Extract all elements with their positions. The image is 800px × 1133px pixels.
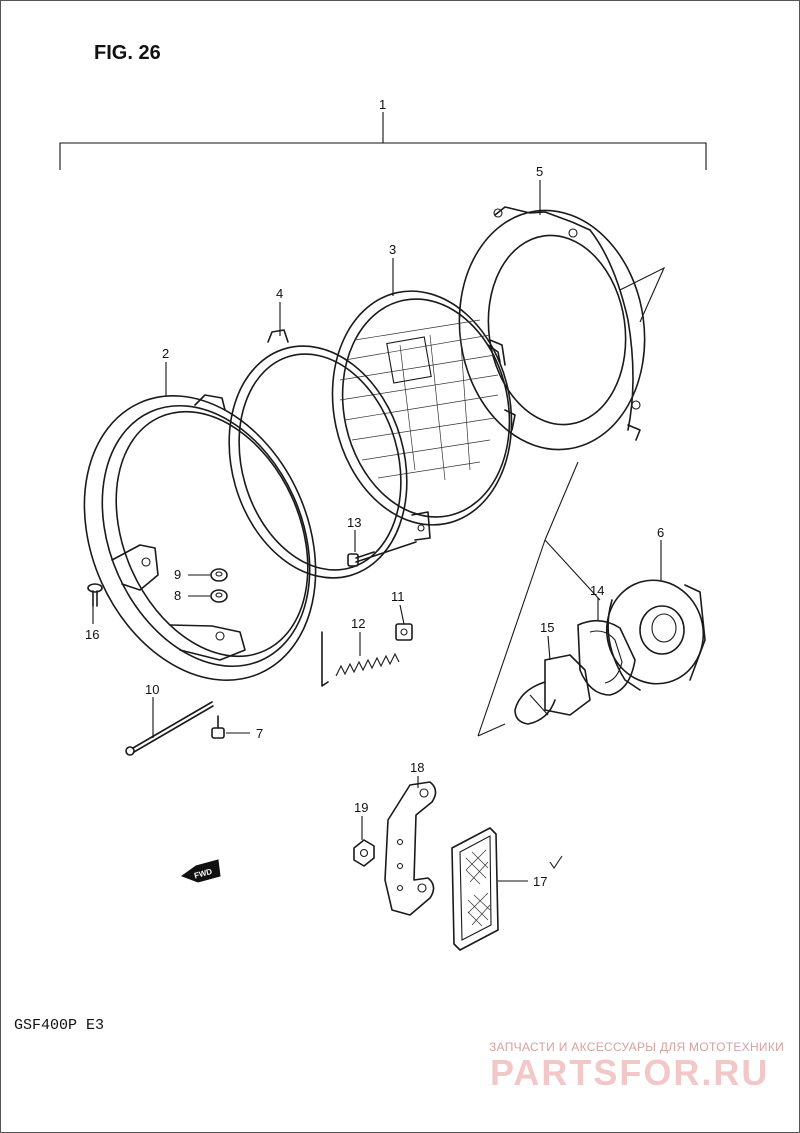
- callout-11: 11: [391, 589, 405, 604]
- part-19-nut: [353, 839, 375, 867]
- assembly-bracket: [59, 112, 707, 170]
- callout-6: 6: [657, 525, 664, 540]
- part-12-spring: [321, 631, 400, 687]
- part-15-bulb: [514, 654, 591, 725]
- callout-numbers: 1 2 3 4 5 6 7 8 9 10 11 12 13 14 15 16 1…: [85, 97, 664, 889]
- callout-8: 8: [174, 588, 181, 603]
- part-8-nut: [210, 589, 228, 603]
- assembly-guide-lines: [477, 461, 601, 737]
- part-9-nut: [210, 568, 228, 582]
- part-16-screw: [87, 583, 103, 607]
- callout-2: 2: [162, 346, 169, 361]
- callout-3: 3: [389, 242, 396, 257]
- part-11-clip: [395, 623, 413, 641]
- part-10-bolt: [125, 701, 214, 756]
- fwd-arrow-marker: FWD: [180, 859, 221, 883]
- part-18-bracket: [384, 781, 437, 916]
- leader-lines: [92, 180, 662, 882]
- callout-17: 17: [533, 874, 547, 889]
- callout-4: 4: [276, 286, 283, 301]
- callout-10: 10: [145, 682, 159, 697]
- model-code: GSF400P E3: [14, 1017, 105, 1034]
- part-7-screw: [211, 715, 225, 739]
- arrow-left-icon: [180, 859, 221, 883]
- callout-14: 14: [590, 583, 604, 598]
- part-3-lens: [331, 290, 516, 526]
- check-mark-icon: [549, 855, 563, 869]
- watermark-brand: PARTSFOR.RU: [490, 1052, 770, 1093]
- callout-13: 13: [347, 515, 361, 530]
- callout-5: 5: [536, 164, 543, 179]
- part-13-screw: [347, 541, 417, 567]
- part-4-ring: [228, 329, 431, 579]
- callout-9: 9: [174, 567, 181, 582]
- figure-title: FIG. 26: [94, 42, 161, 64]
- callout-18: 18: [410, 760, 424, 775]
- part-2-rim: [83, 394, 317, 681]
- callout-7: 7: [256, 726, 263, 741]
- callout-16: 16: [85, 627, 99, 642]
- part-17-reflector: [451, 827, 499, 951]
- part-6-boot: [605, 579, 706, 691]
- callout-19: 19: [354, 800, 368, 815]
- callout-1: 1: [379, 97, 386, 112]
- watermark-tagline: ЗАПЧАСТИ И АКСЕССУАРЫ ДЛЯ МОТОТЕХНИКИ: [489, 1040, 785, 1054]
- callout-15: 15: [540, 620, 554, 635]
- part-14-retainer: [577, 619, 636, 696]
- callout-12: 12: [351, 616, 365, 631]
